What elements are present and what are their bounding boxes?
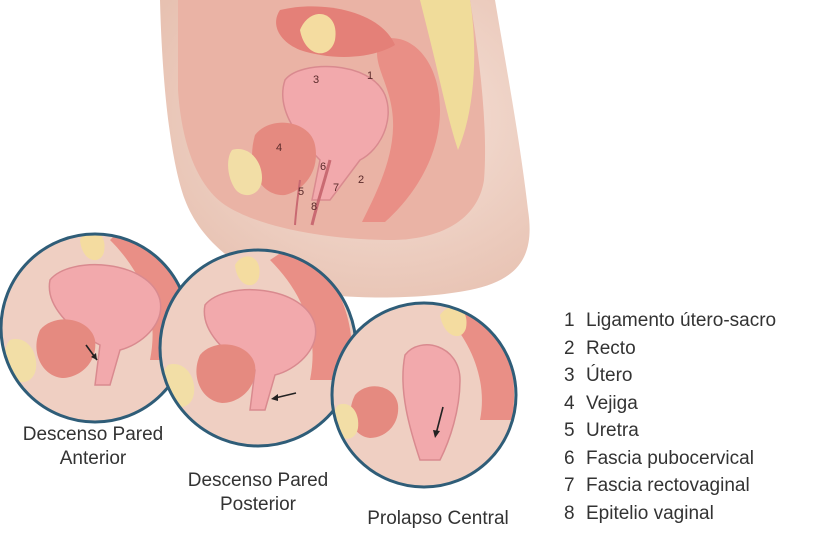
caption-anterior-line1: Descenso Pared xyxy=(22,424,164,445)
bladder xyxy=(252,122,316,196)
inset-central xyxy=(330,301,518,489)
rectum xyxy=(362,38,440,222)
ovary-fat xyxy=(300,13,336,54)
pubic-bone xyxy=(228,149,262,196)
caption-central: Prolapso Central xyxy=(352,507,524,531)
caption-central-line1: Prolapso Central xyxy=(367,508,509,529)
label-5: 5 xyxy=(298,186,304,198)
label-7: 7 xyxy=(333,182,339,194)
label-8: 8 xyxy=(311,201,317,213)
inset-posterior xyxy=(158,248,358,448)
label-6: 6 xyxy=(320,161,326,173)
label-3: 3 xyxy=(313,74,319,86)
main-sagittal-view: 3 1 4 6 2 7 5 8 xyxy=(160,0,530,298)
urethra xyxy=(294,179,301,226)
vaginal-canal xyxy=(310,159,332,226)
spine-fat xyxy=(420,0,475,150)
caption-anterior-line2: Anterior xyxy=(59,448,127,469)
label-4: 4 xyxy=(276,142,282,154)
caption-posterior-line2: Posterior xyxy=(219,494,297,515)
caption-posterior: Descenso Pared Posterior xyxy=(172,469,344,517)
label-1: 1 xyxy=(367,70,373,82)
caption-anterior: Descenso Pared Anterior xyxy=(8,423,178,471)
label-2: 2 xyxy=(358,174,364,186)
caption-posterior-line1: Descenso Pared xyxy=(187,470,329,491)
